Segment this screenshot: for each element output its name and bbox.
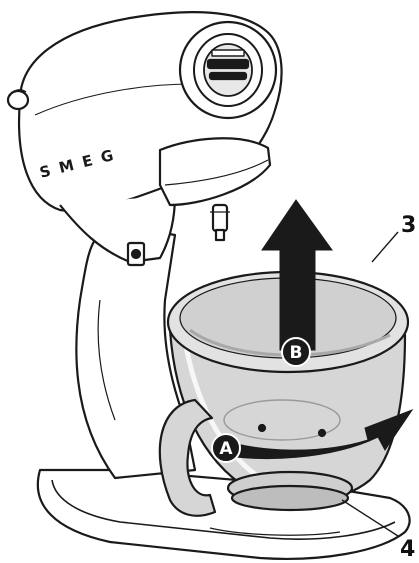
leader-line-3	[372, 232, 398, 262]
step-badge-b: B	[282, 338, 310, 366]
step-label-a: A	[219, 439, 233, 459]
callout-number-4: 4	[400, 537, 415, 562]
step-badge-a: A	[212, 434, 240, 462]
step-label-b: B	[290, 343, 303, 363]
mixer-head	[8, 12, 282, 265]
callout-number-3: 3	[401, 213, 416, 238]
callout-bowl: 3	[372, 213, 416, 262]
